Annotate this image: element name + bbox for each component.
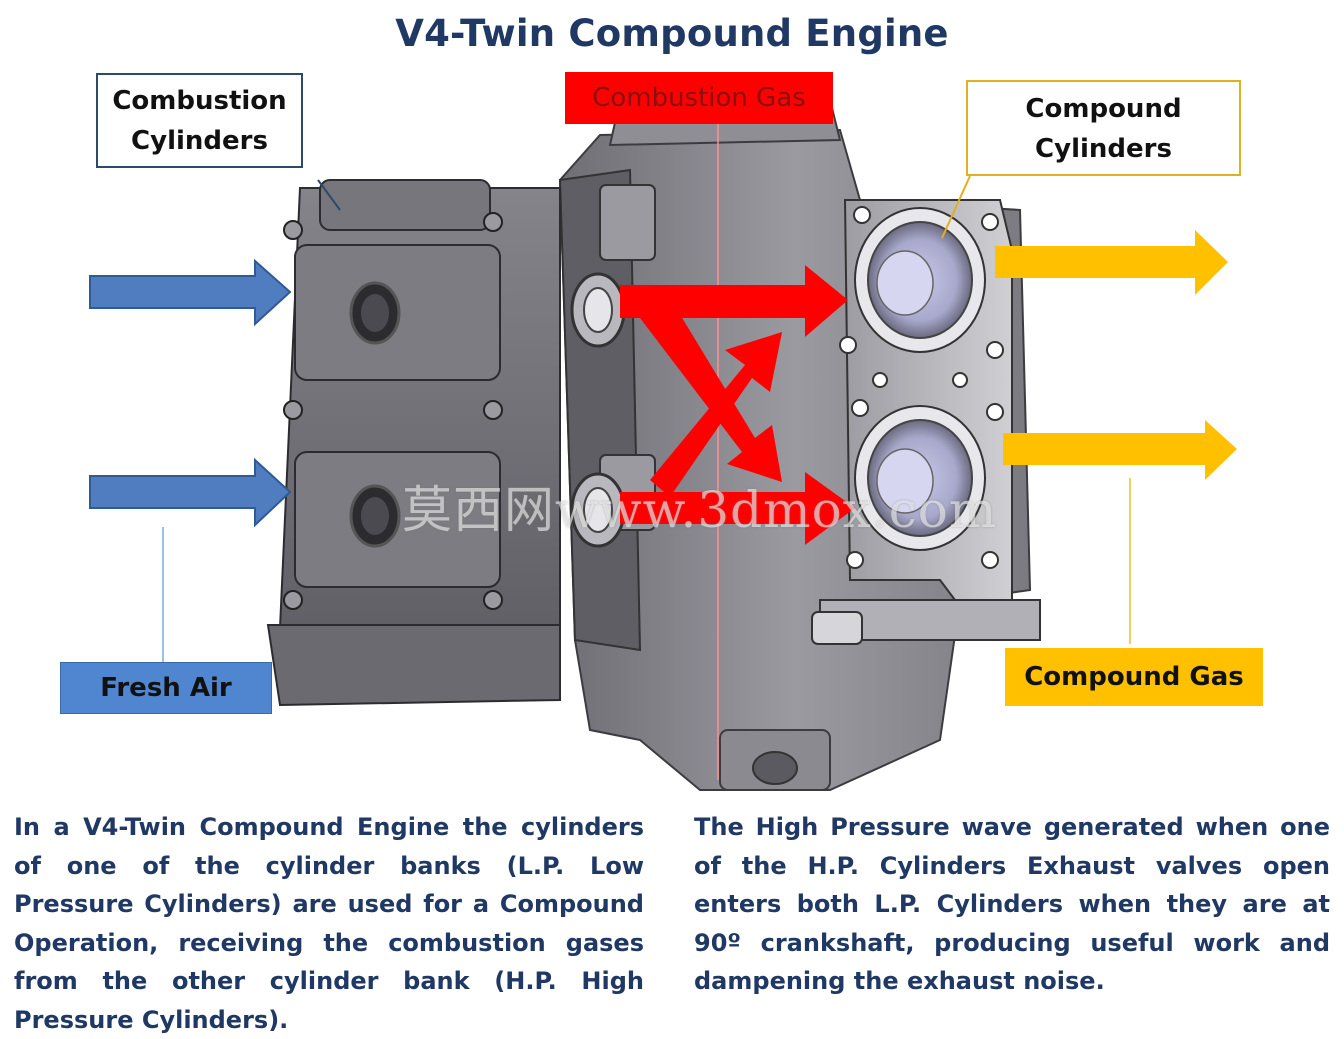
label-combustion-cylinders-line1: Combustion xyxy=(112,86,287,116)
label-compound-cylinders-line2: Cylinders xyxy=(1035,134,1172,164)
compound-gas-arrow-bottom xyxy=(1003,420,1237,480)
label-combustion-gas: Combustion Gas xyxy=(565,72,833,124)
label-combustion-cylinders-line2: Cylinders xyxy=(131,126,268,156)
label-combustion-cylinders: Combustion Cylinders xyxy=(96,73,303,168)
watermark: 莫西网www.3dmox.com xyxy=(402,481,998,539)
compound-gas-arrows xyxy=(995,230,1237,480)
leader-compound-cylinders xyxy=(941,175,971,239)
fresh-air-arrow-top xyxy=(89,258,292,327)
label-compound-cylinders-line1: Compound xyxy=(1025,94,1182,124)
leader-lines xyxy=(162,175,1131,662)
combustion-gas-arrows xyxy=(620,265,855,545)
compound-gas-arrow-top xyxy=(995,230,1228,295)
combustion-gas-arrow-top xyxy=(620,265,848,337)
label-compound-cylinders: Compound Cylinders xyxy=(966,80,1241,176)
label-compound-gas: Compound Gas xyxy=(1005,648,1263,706)
fresh-air-arrows xyxy=(89,258,292,528)
fresh-air-arrow-bottom xyxy=(89,457,292,528)
diagram-canvas: V4-Twin Compound Engine xyxy=(14,12,1330,1034)
label-fresh-air: Fresh Air xyxy=(60,662,272,714)
engine-illustration xyxy=(89,99,1237,791)
combustion-gas-arrow-bottom xyxy=(620,472,855,545)
page-title: V4-Twin Compound Engine xyxy=(395,12,949,55)
compound-cylinder-face xyxy=(839,199,1013,601)
description-left: In a V4-Twin Compound Engine the cylinde… xyxy=(14,813,644,1034)
description-right: The High Pressure wave generated when on… xyxy=(694,813,1330,995)
leader-combustion-cylinders xyxy=(317,179,341,211)
combustion-gas-arrow-cross-down xyxy=(640,298,782,482)
combustion-cylinder-head xyxy=(266,179,561,707)
